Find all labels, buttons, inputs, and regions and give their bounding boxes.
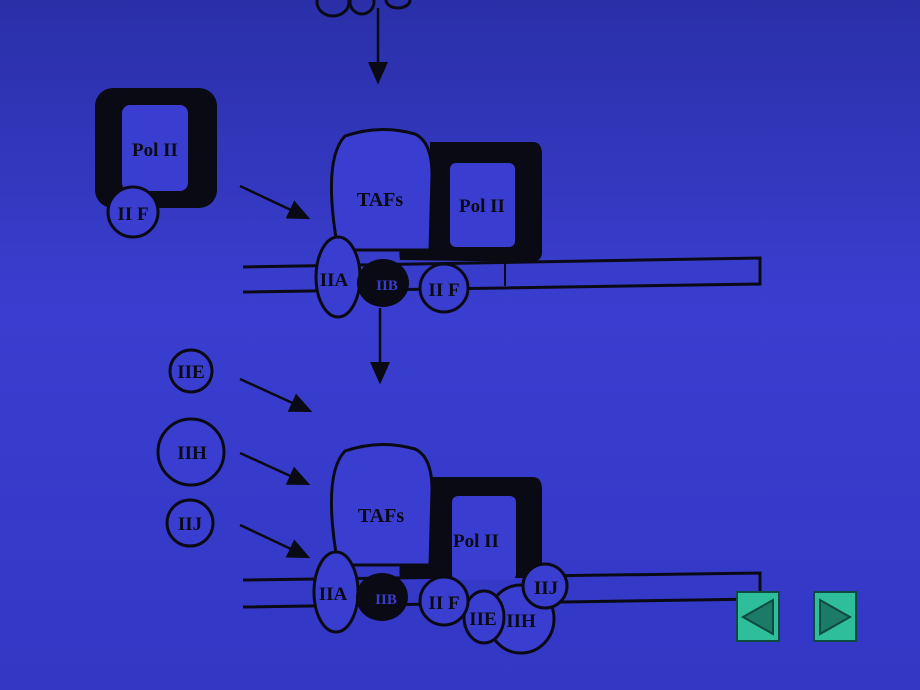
iif-label-mid: II F (428, 280, 459, 301)
free-factors: IIE IIH IIJ (156, 348, 226, 548)
iib-label-bottom: IIB (375, 592, 397, 608)
iif-label-bottom: II F (428, 593, 459, 614)
tafs-label-bottom: TAFs (358, 505, 405, 527)
pol-ii-label-mid: Pol II (459, 196, 505, 217)
iie-label-free: IIE (177, 362, 204, 383)
arrow-iih (239, 451, 311, 486)
bottom-complex: Pol II TAFs IIA IIB IIH IIE II F IIJ (242, 442, 762, 655)
pol-ii-label-bottom: Pol II (453, 531, 499, 552)
iij-label-bottom: IIJ (534, 578, 558, 599)
iih-label-bottom: IIH (506, 611, 536, 632)
free-pol-ii-group: Pol II II F (95, 88, 217, 239)
tafs-label-mid: TAFs (357, 189, 404, 211)
iij-label-free: IIJ (178, 514, 202, 535)
arrow-iij (239, 523, 311, 559)
iif-label-free: II F (117, 204, 148, 225)
iia-label-bottom: IIA (319, 584, 348, 605)
iib-label-mid: IIB (376, 278, 398, 294)
iie-label-bottom: IIE (469, 609, 496, 630)
next-slide-button[interactable] (813, 591, 857, 642)
triangle-right-icon (819, 597, 853, 636)
arrow-iie (239, 377, 313, 413)
iih-label-free: IIH (177, 443, 207, 464)
pol-ii-label-free: Pol II (132, 140, 178, 161)
previous-slide-button[interactable] (736, 591, 780, 642)
middle-complex: Pol II TAFs IIA IIB II F (242, 127, 762, 319)
iia-label-mid: IIA (320, 270, 349, 291)
arrow-pol-to-complex (239, 184, 311, 220)
top-partial-complex (315, 0, 412, 18)
triangle-left-icon (740, 597, 774, 636)
